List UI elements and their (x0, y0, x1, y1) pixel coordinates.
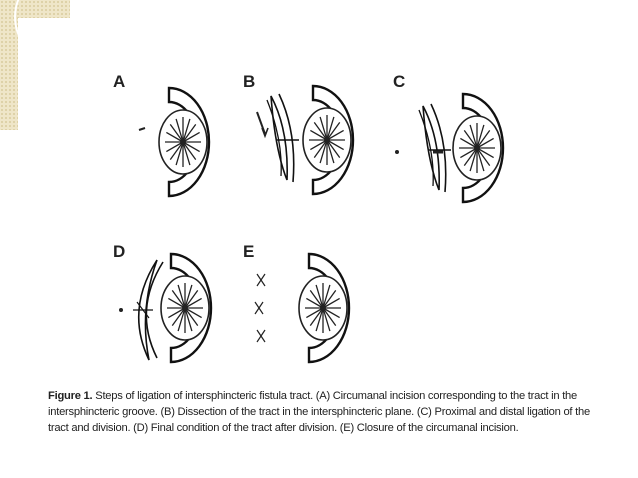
figure-panel-d: D (113, 238, 233, 378)
panel-letter: A (113, 72, 126, 91)
panel-letter: B (243, 72, 256, 91)
figure-caption: Figure 1. Steps of ligation of intersphi… (48, 388, 608, 436)
figure-panel-a: A (113, 68, 233, 208)
anal-canal-illustration (395, 92, 505, 204)
caption-text: Steps of ligation of intersphincteric fi… (48, 390, 590, 434)
caption-label: Figure 1. (48, 390, 93, 402)
figure-panel-c: C (383, 68, 513, 218)
figure-panel-b: B (243, 68, 373, 208)
slide-content: A B C D E (18, 18, 630, 466)
anal-canal-illustration (256, 84, 355, 196)
panel-letter: D (113, 242, 126, 261)
anal-canal-illustration (119, 252, 213, 364)
panel-letter: E (243, 242, 255, 261)
anal-canal-illustration (138, 86, 211, 198)
anal-canal-illustration (254, 252, 351, 364)
figure-panel-e: E (243, 238, 373, 378)
panel-letter: C (393, 72, 406, 91)
